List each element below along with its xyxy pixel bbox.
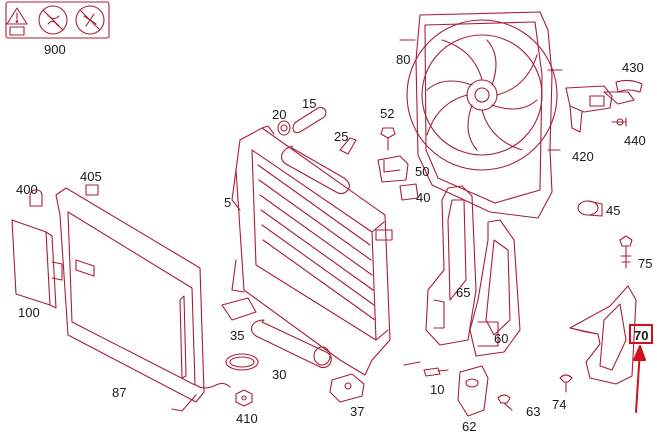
fan-resistor-part xyxy=(565,79,643,133)
air-guide-part xyxy=(469,219,521,357)
coolant-hose-part xyxy=(280,137,357,195)
drain-plug-part xyxy=(403,361,449,377)
callout-label-440: 440 xyxy=(624,133,646,148)
rivet-part-74 xyxy=(559,374,573,393)
highlight-box xyxy=(629,324,653,344)
callout-label-65: 65 xyxy=(456,285,471,300)
cover-part xyxy=(457,365,489,417)
rivet-part-63 xyxy=(497,394,513,411)
foam-seal-part xyxy=(221,297,332,371)
condenser-part xyxy=(55,187,231,412)
callout-label-400: 400 xyxy=(16,182,38,197)
callout-label-410: 410 xyxy=(236,411,258,426)
bolt-part xyxy=(380,127,396,151)
receiver-dryer-part xyxy=(11,184,99,309)
callout-label-63: 63 xyxy=(526,404,541,419)
callout-label-30: 30 xyxy=(272,367,287,382)
callout-label-45: 45 xyxy=(606,203,621,218)
air-duct-part xyxy=(425,185,477,346)
small-hose-part xyxy=(277,106,327,136)
callout-label-405: 405 xyxy=(80,169,102,184)
callout-label-52: 52 xyxy=(380,106,395,121)
callout-label-20: 20 xyxy=(272,107,287,122)
clip-part xyxy=(619,235,633,269)
callout-label-50: 50 xyxy=(415,164,430,179)
warning-label-part xyxy=(5,1,110,39)
holder-part-37 xyxy=(329,373,365,403)
callout-label-87: 87 xyxy=(112,385,127,400)
lower-air-guide-part xyxy=(569,285,637,385)
fan-shroud-part xyxy=(399,11,563,219)
callout-label-37: 37 xyxy=(350,404,365,419)
callout-label-10: 10 xyxy=(430,382,445,397)
screw-part-410 xyxy=(235,389,253,407)
indicator-arrow xyxy=(633,345,646,413)
callout-label-62: 62 xyxy=(462,419,477,433)
callout-label-74: 74 xyxy=(552,397,567,412)
callout-label-60: 60 xyxy=(494,331,509,346)
rubber-bushing-part xyxy=(577,200,603,217)
callout-label-40: 40 xyxy=(416,190,431,205)
callout-label-420: 420 xyxy=(572,149,594,164)
callout-label-430: 430 xyxy=(622,60,644,75)
bracket-part xyxy=(377,155,419,201)
callout-label-70: 70 xyxy=(634,328,649,343)
callout-label-75: 75 xyxy=(638,256,653,271)
callout-label-100: 100 xyxy=(18,305,40,320)
callout-label-900: 900 xyxy=(44,42,66,57)
callout-label-80: 80 xyxy=(396,52,411,67)
callout-label-25: 25 xyxy=(334,129,349,144)
callout-label-15: 15 xyxy=(302,96,317,111)
callout-label-5: 5 xyxy=(224,195,232,210)
radiator-part xyxy=(231,125,393,376)
callout-label-35: 35 xyxy=(230,328,245,343)
